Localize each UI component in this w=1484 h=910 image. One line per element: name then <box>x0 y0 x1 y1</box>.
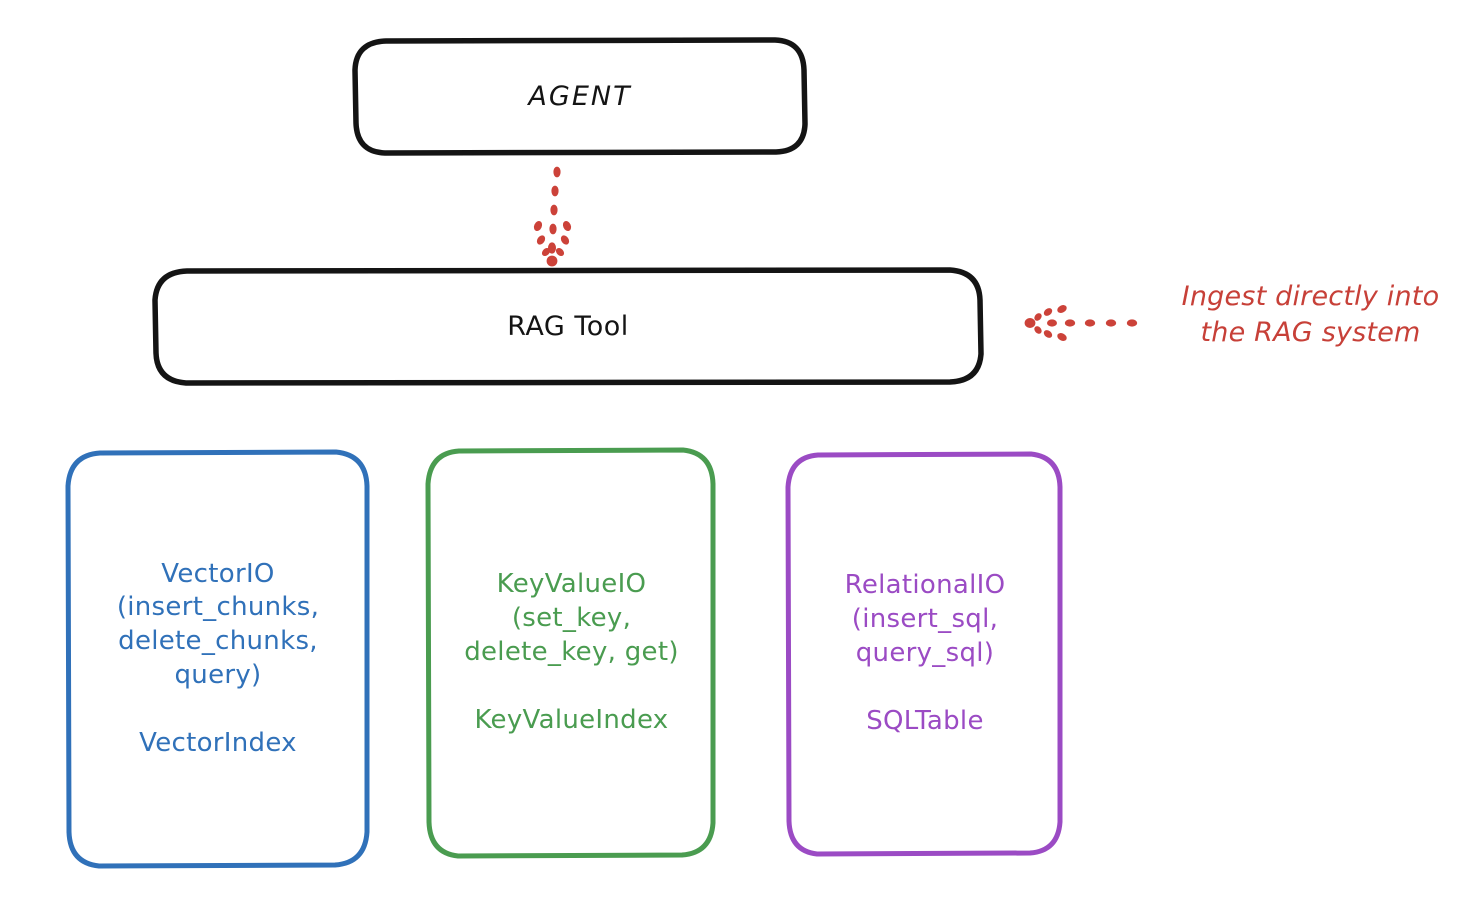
ingest-arrow <box>1024 305 1138 341</box>
rag-tool-node[interactable]: RAG Tool <box>155 270 981 383</box>
agent-node[interactable]: AGENT <box>355 40 805 153</box>
agent-to-rag-arrow <box>533 166 572 267</box>
sql-table-label: SQLTable <box>866 705 984 736</box>
vector-io-methods: VectorIO (insert_chunks, delete_chunks, … <box>116 558 320 690</box>
rag-tool-box-outline <box>152 267 984 386</box>
vector-io-node[interactable]: VectorIO (insert_chunks, delete_chunks, … <box>68 452 368 866</box>
key-value-io-node[interactable]: KeyValueIO (set_key, delete_key, get) Ke… <box>428 450 715 856</box>
key-value-index-label: KeyValueIndex <box>474 704 669 735</box>
relational-io-methods: RelationalIO (insert_sql, query_sql) <box>844 570 1006 668</box>
agent-label: AGENT <box>528 81 632 112</box>
agent-box-outline <box>352 37 808 156</box>
relational-io-node[interactable]: RelationalIO (insert_sql, query_sql) SQL… <box>788 454 1062 854</box>
vector-index-label: VectorIndex <box>139 727 297 758</box>
key-value-io-box-outline <box>425 447 716 859</box>
ingest-annotation-label: Ingest directly into the RAG system <box>1181 281 1440 348</box>
key-value-io-methods: KeyValueIO (set_key, delete_key, get) <box>464 569 679 667</box>
relational-io-box-outline <box>785 451 1063 857</box>
vector-io-box-outline <box>65 449 370 869</box>
rag-tool-label: RAG Tool <box>507 311 629 342</box>
